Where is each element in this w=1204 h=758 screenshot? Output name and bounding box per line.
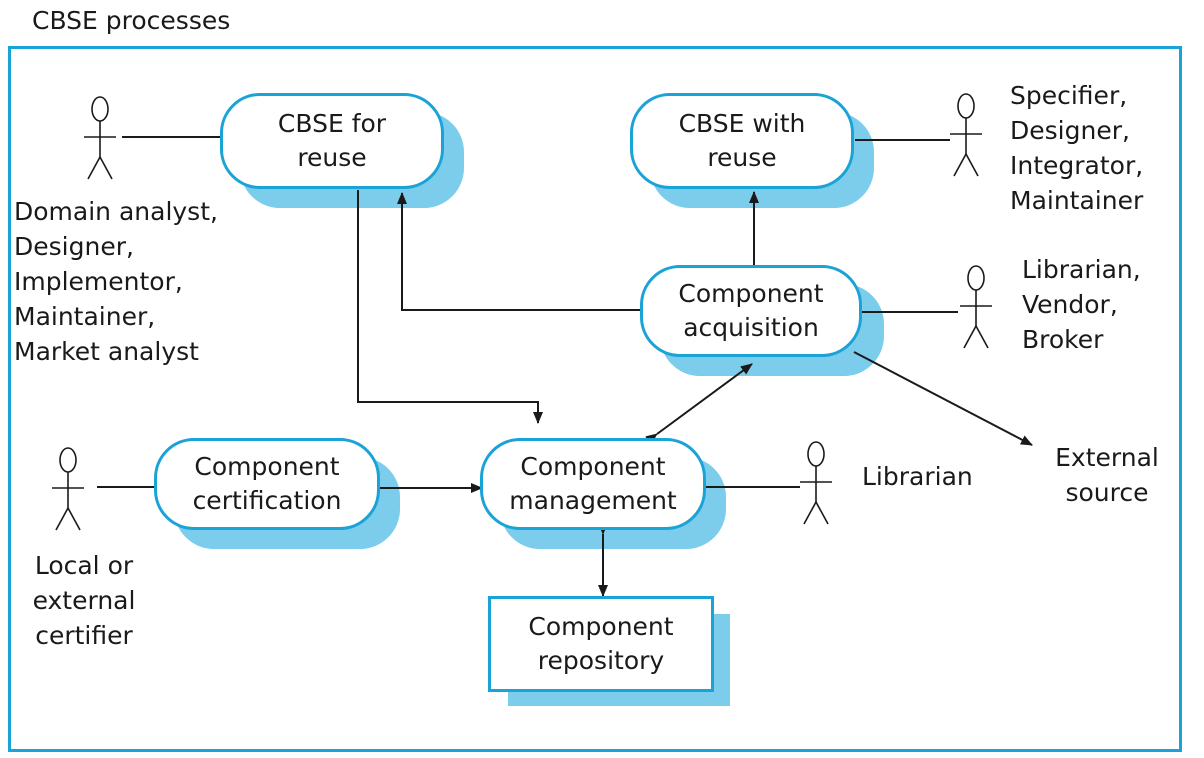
diagram-frame bbox=[8, 46, 1182, 752]
certifier-actor-icon bbox=[52, 447, 84, 531]
role-line: Market analyst bbox=[14, 337, 199, 366]
role-line: certifier bbox=[35, 621, 133, 650]
node-line: Component bbox=[520, 452, 666, 481]
role-line: Maintainer bbox=[1010, 186, 1144, 215]
role-line: Integrator, bbox=[1010, 151, 1144, 180]
role-line: Local or bbox=[34, 551, 134, 580]
role-line: Maintainer, bbox=[14, 302, 156, 331]
component-repository-store: Component repository bbox=[488, 596, 714, 692]
role-line: Implementor, bbox=[14, 267, 183, 296]
role-line: Specifier, bbox=[1010, 81, 1128, 110]
reuse-roles-label: Specifier, Designer, Integrator, Maintai… bbox=[1010, 78, 1143, 218]
node-line: certification bbox=[192, 486, 342, 515]
node-line: reuse bbox=[707, 143, 777, 172]
node-line: management bbox=[509, 486, 677, 515]
domain-roles-label: Domain analyst, Designer, Implementor, M… bbox=[14, 194, 218, 369]
node-line: Component bbox=[678, 279, 824, 308]
management-role-label: Librarian bbox=[862, 459, 973, 494]
component-certification-process: Component certification bbox=[154, 438, 380, 530]
role-line: source bbox=[1065, 478, 1149, 507]
acquisition-to-for-reuse-arrow bbox=[397, 192, 640, 311]
node-line: Component bbox=[194, 452, 340, 481]
cbse-with-reuse-process: CBSE with reuse bbox=[630, 93, 854, 189]
external-source-label: External source bbox=[1052, 440, 1162, 510]
node-line: CBSE with bbox=[678, 109, 806, 138]
acquisition-actor-icon bbox=[960, 265, 992, 349]
role-line: Designer, bbox=[1010, 116, 1130, 145]
management-actor-icon bbox=[800, 441, 832, 525]
role-line: external bbox=[32, 586, 136, 615]
cbse-for-reuse-process: CBSE for reuse bbox=[220, 93, 444, 189]
role-line: Designer, bbox=[14, 232, 134, 261]
node-line: CBSE for bbox=[277, 109, 387, 138]
node-line: repository bbox=[537, 646, 665, 675]
role-line: Domain analyst, bbox=[14, 197, 218, 226]
role-line: Librarian bbox=[862, 462, 973, 491]
diagram-title: CBSE processes bbox=[32, 6, 231, 35]
node-line: Component bbox=[528, 612, 674, 641]
component-management-process: Component management bbox=[480, 438, 706, 530]
role-line: External bbox=[1055, 443, 1159, 472]
component-acquisition-process: Component acquisition bbox=[640, 265, 862, 357]
for-reuse-to-management-arrow bbox=[357, 190, 543, 424]
reuse-actor-icon bbox=[950, 93, 982, 177]
certifier-roles-label: Local or external certifier bbox=[26, 548, 142, 653]
domain-actor-icon bbox=[84, 96, 116, 180]
acquisition-roles-label: Librarian, Vendor, Broker bbox=[1022, 252, 1141, 357]
role-line: Vendor, bbox=[1022, 290, 1118, 319]
management-acquisition-arrow bbox=[645, 363, 753, 445]
acquisition-to-external-arrow bbox=[853, 351, 1033, 446]
node-line: reuse bbox=[297, 143, 367, 172]
role-line: Librarian, bbox=[1022, 255, 1141, 284]
role-line: Broker bbox=[1022, 325, 1104, 354]
node-line: acquisition bbox=[683, 313, 819, 342]
